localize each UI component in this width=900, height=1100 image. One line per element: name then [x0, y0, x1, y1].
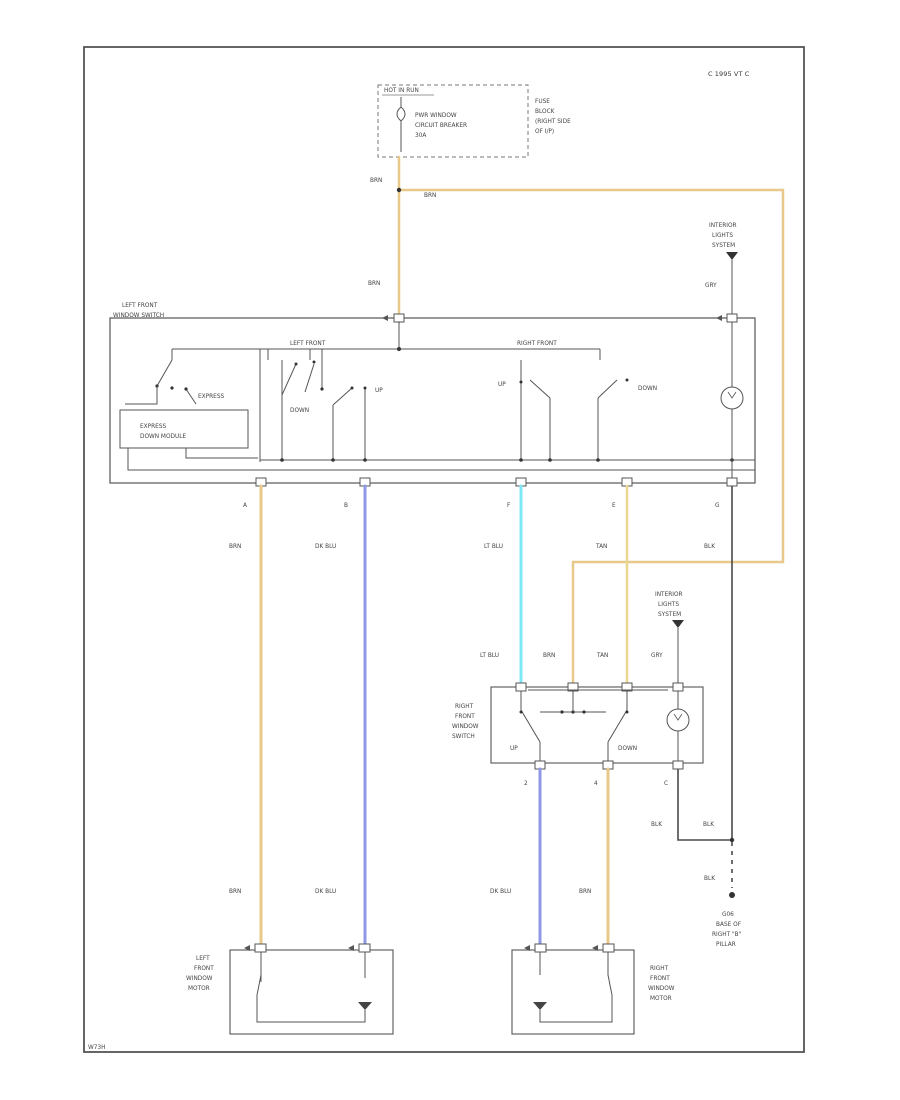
- lfs-title-2: WINDOW SWITCH: [113, 313, 164, 319]
- fuse-location-4: OF I/P): [535, 129, 554, 135]
- lfs-pin-b: B: [344, 503, 348, 509]
- label-brn-branch: BRN: [424, 193, 436, 199]
- rfm-2: FRONT: [650, 976, 670, 982]
- breaker-line-2: CIRCUIT BREAKER: [415, 123, 467, 129]
- label-tan-rs: TAN: [596, 653, 608, 659]
- label-dkblu-rm: DK BLU: [490, 889, 511, 895]
- label-brn-a: BRN: [229, 544, 241, 550]
- ils-top-2: LIGHTS: [712, 233, 733, 239]
- lfm-1: LEFT: [196, 956, 210, 962]
- rfs-title-2: FRONT: [455, 714, 475, 720]
- label-blk-g: BLK: [704, 544, 715, 550]
- express-module-2: DOWN MODULE: [140, 434, 186, 440]
- lfs-up-left: UP: [375, 388, 383, 394]
- ground-line-4: PILLAR: [716, 942, 736, 948]
- lfs-left-front-label: LEFT FRONT: [290, 341, 326, 347]
- right-front-window-switch: RIGHT FRONT WINDOW SWITCH UP DOWN 2 4: [452, 682, 704, 787]
- lfs-pin-f: F: [507, 503, 510, 509]
- label-tan-e: TAN: [595, 544, 607, 550]
- label-blk-gnd: BLK: [704, 876, 715, 882]
- label-brn-mid: BRN: [368, 281, 380, 287]
- fuse-location-2: BLOCK: [535, 109, 555, 115]
- rfm-3: WINDOW: [648, 986, 675, 992]
- lfs-pin-g: G: [715, 503, 720, 509]
- ground-line-3: RIGHT "B": [712, 932, 742, 938]
- left-switch-output-wires: BRN DK BLU LT BLU TAN BLK: [229, 484, 733, 950]
- corner-text: C 1995 VT C: [708, 70, 750, 78]
- label-brn-rm: BRN: [579, 889, 591, 895]
- ground-point: G06 BASE OF RIGHT "B" PILLAR: [712, 912, 742, 948]
- lfm-3: WINDOW: [186, 976, 213, 982]
- ils-top-1: INTERIOR: [709, 223, 737, 229]
- ils-right-1: INTERIOR: [655, 592, 683, 598]
- rfs-title-3: WINDOW: [452, 724, 479, 730]
- ils-right-3: SYSTEM: [658, 612, 681, 618]
- label-dkblu-lm: DK BLU: [315, 889, 336, 895]
- lfs-title-1: LEFT FRONT: [122, 303, 158, 309]
- fuse-block: HOT IN RUN PWR WINDOW CIRCUIT BREAKER 30…: [377, 84, 571, 158]
- breaker-line-1: PWR WINDOW: [415, 113, 457, 119]
- rfs-title-4: SWITCH: [452, 734, 475, 740]
- lfs-right-front-label: RIGHT FRONT: [517, 341, 557, 347]
- outer-frame: [83, 46, 805, 1053]
- ground-line-2: BASE OF: [716, 922, 741, 928]
- lfm-4: MOTOR: [188, 986, 210, 992]
- right-front-window-motor: RIGHT FRONT WINDOW MOTOR: [511, 943, 675, 1035]
- lfm-2: FRONT: [194, 966, 214, 972]
- label-ltblu-rs: LT BLU: [480, 653, 499, 659]
- rfm-4: MOTOR: [650, 996, 672, 1002]
- ils-top-3: SYSTEM: [712, 243, 735, 249]
- ils-right-2: LIGHTS: [658, 602, 679, 608]
- express-module-1: EXPRESS: [140, 424, 166, 430]
- breaker-line-3: 30A: [415, 133, 426, 139]
- rfs-up: UP: [510, 746, 518, 752]
- interior-lights-right: INTERIOR LIGHTS SYSTEM: [655, 592, 684, 687]
- fuse-location-3: (RIGHT SIDE: [535, 119, 571, 125]
- label-gry-rs: GRY: [651, 653, 663, 659]
- fuse-location-1: FUSE: [535, 99, 550, 105]
- lfs-down-right: DOWN: [638, 386, 657, 392]
- lfs-express-label: EXPRESS: [198, 394, 224, 400]
- brn-feed-wires: BRN BRN BRN: [368, 155, 785, 689]
- rfs-pin-2: 2: [524, 781, 528, 787]
- lfs-pin-e: E: [612, 503, 616, 509]
- left-front-window-motor: LEFT FRONT WINDOW MOTOR: [186, 943, 394, 1035]
- label-brn-rs: BRN: [543, 653, 555, 659]
- fuse-hot-in-run: HOT IN RUN: [384, 88, 419, 94]
- label-blk-c: BLK: [651, 822, 662, 828]
- lfs-up-right: UP: [498, 382, 506, 388]
- lfs-down-left: DOWN: [290, 408, 309, 414]
- label-ltblu-f: LT BLU: [484, 544, 503, 550]
- rfs-down: DOWN: [618, 746, 637, 752]
- label-brn-lm: BRN: [229, 889, 241, 895]
- label-blk-join: BLK: [703, 822, 714, 828]
- label-brn-top: BRN: [370, 178, 382, 184]
- lfs-pin-a: A: [243, 503, 247, 509]
- rfs-pin-4: 4: [594, 781, 598, 787]
- label-dkblu-b: DK BLU: [315, 544, 336, 550]
- rfs-title-1: RIGHT: [455, 704, 474, 710]
- interior-lights-top: INTERIOR LIGHTS SYSTEM GRY: [705, 223, 738, 322]
- diagram-code: W73H: [88, 1045, 105, 1051]
- label-gry-top: GRY: [705, 283, 717, 289]
- left-front-window-switch: LEFT FRONT WINDOW SWITCH LEFT FRONT RIGH…: [109, 303, 756, 509]
- right-switch-output-wires: BLK BLK BLK: [538, 767, 735, 950]
- rfm-1: RIGHT: [650, 966, 669, 972]
- ground-line-1: G06: [722, 912, 734, 918]
- rfs-pin-c: C: [664, 781, 668, 787]
